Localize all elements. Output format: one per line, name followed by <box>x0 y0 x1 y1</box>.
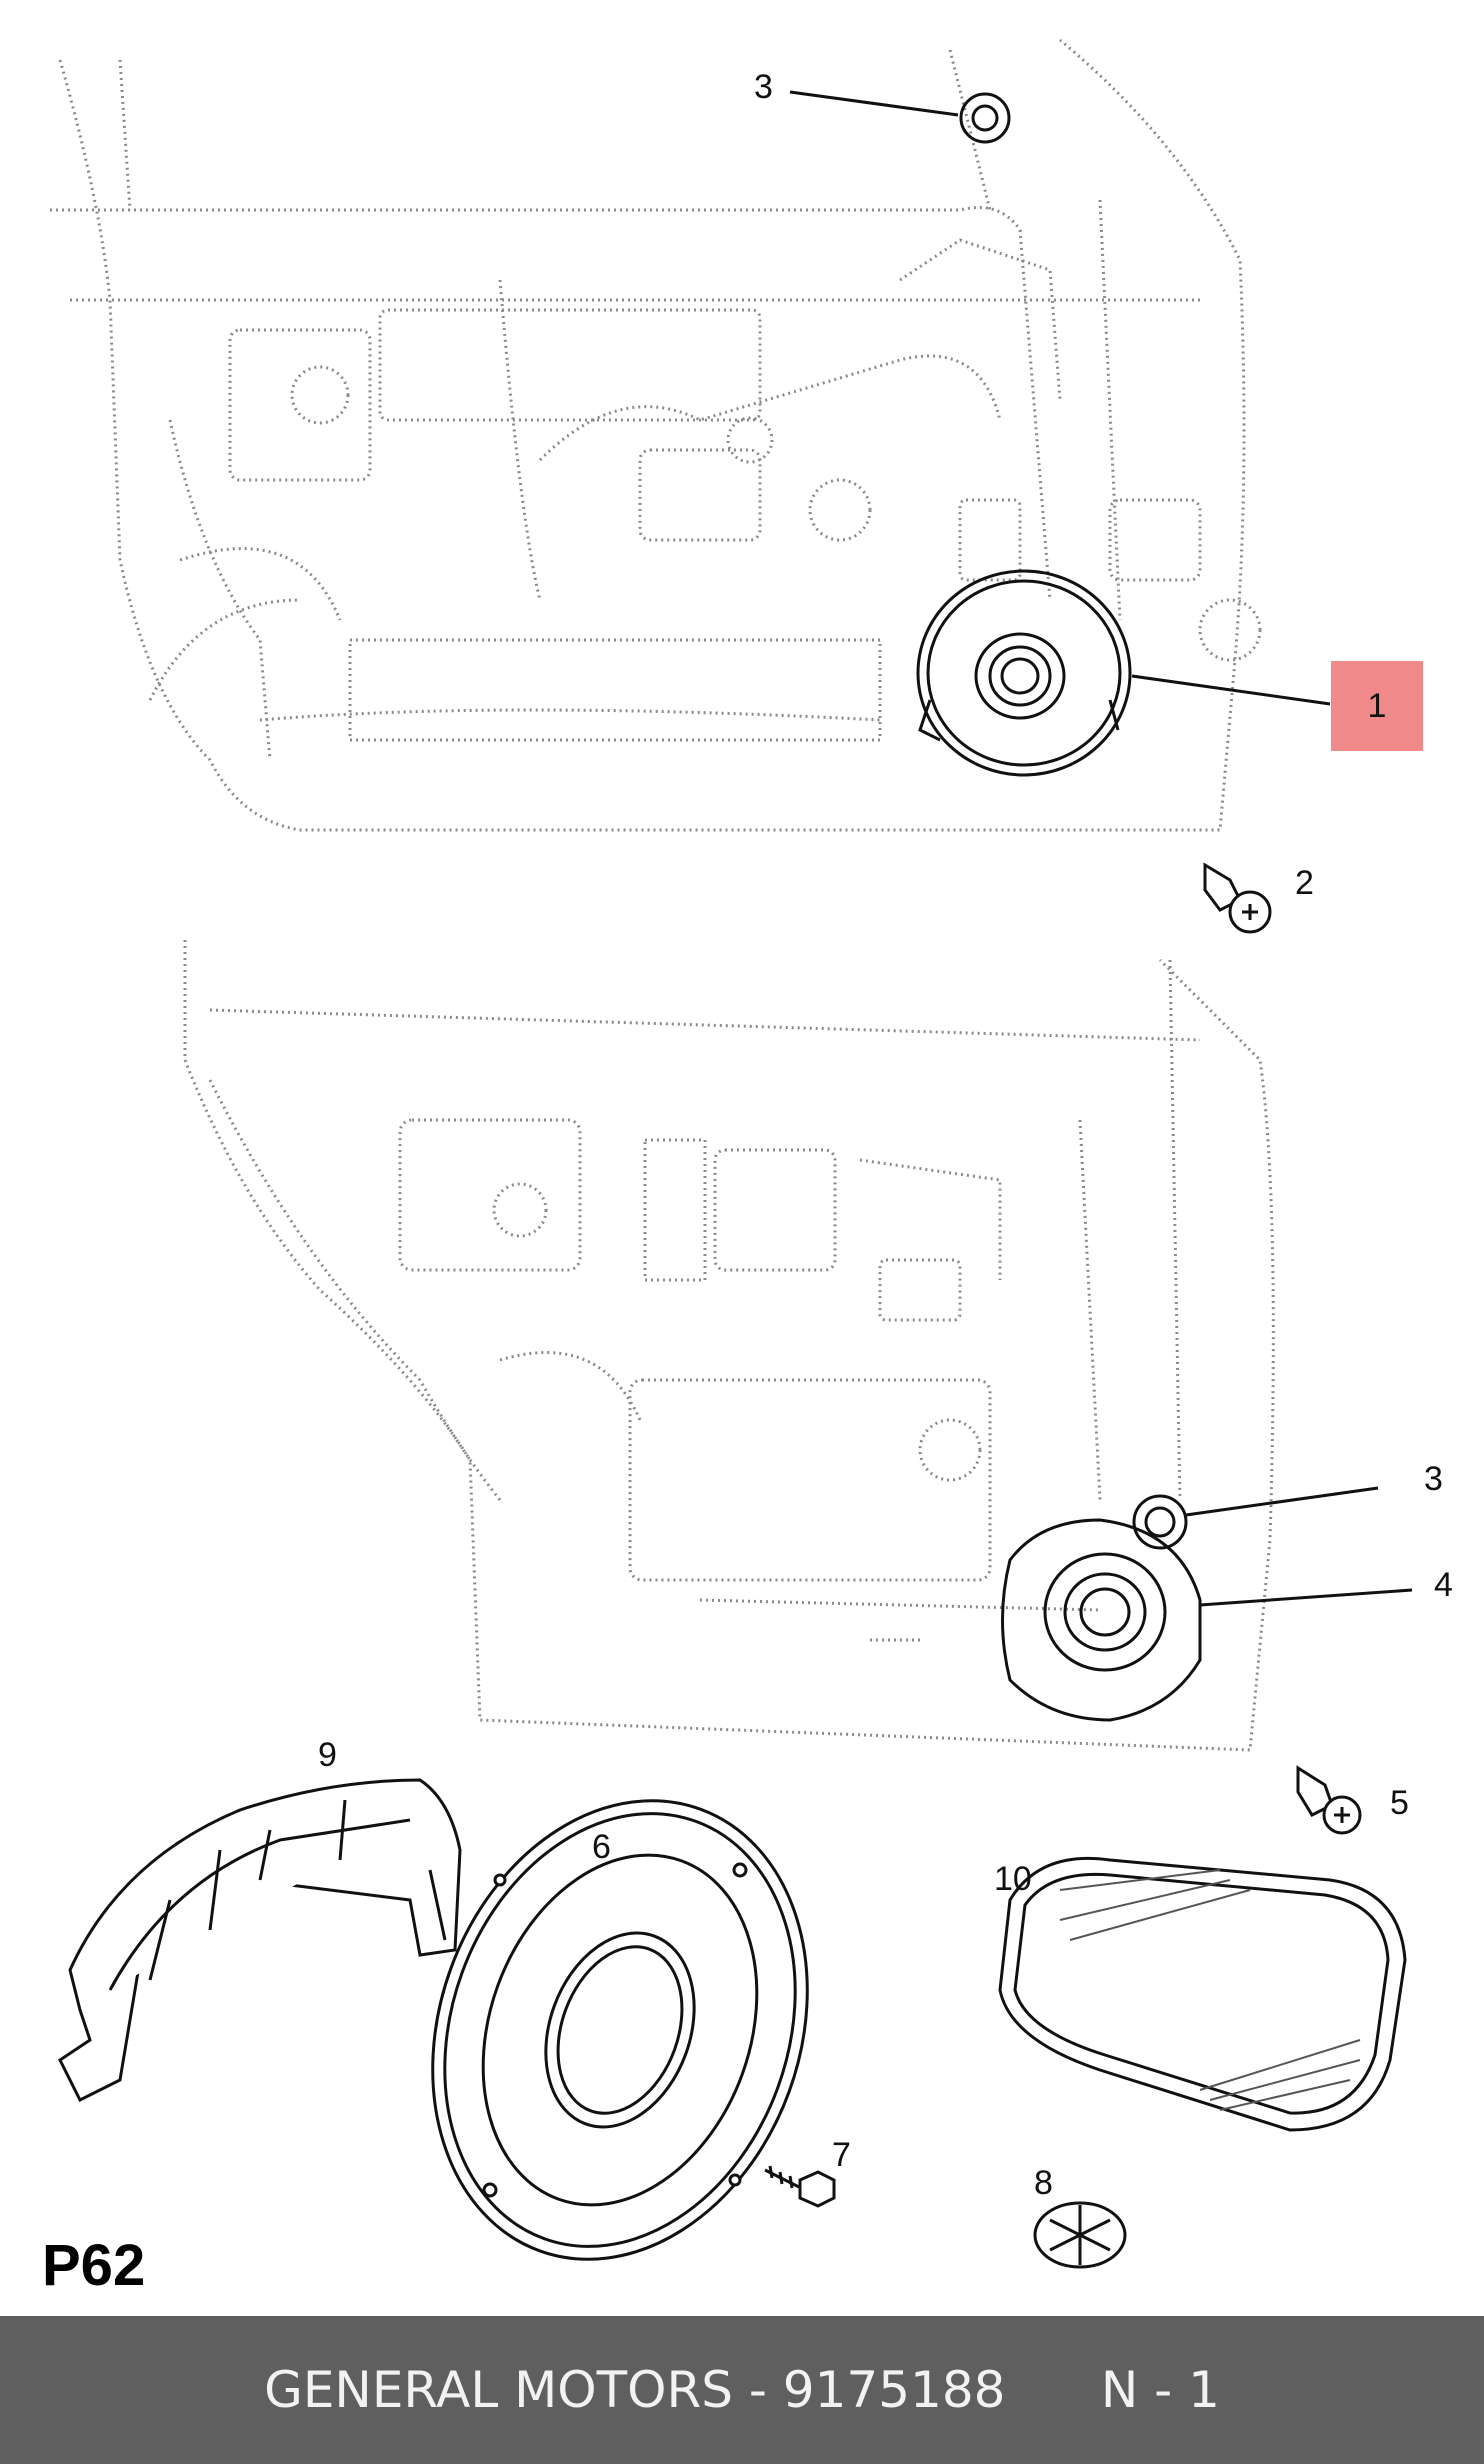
leader-lines <box>789 90 1413 1607</box>
footer-banner: GENERAL MOTORS - 9175188 N - 1 <box>0 2316 1484 2464</box>
callout-1-highlight: 1 <box>1331 661 1423 751</box>
large-speaker-6 <box>431 1799 809 2261</box>
callout-6: 6 <box>592 1828 611 1866</box>
parts-diagram <box>50 38 1413 2269</box>
grommet-top <box>959 92 1011 144</box>
grommet-mid <box>1132 1494 1188 1550</box>
callout-8: 8 <box>1034 2164 1053 2202</box>
trim-bracket-9 <box>58 1778 462 2103</box>
callout-1: 1 <box>1367 686 1387 725</box>
front-door-outline <box>50 38 1262 832</box>
callout-10: 10 <box>994 1860 1032 1898</box>
rear-door-outline <box>183 940 1275 1752</box>
callout-9: 9 <box>318 1736 337 1774</box>
screw-5 <box>1296 1765 1362 1835</box>
screw-7 <box>764 2165 836 2208</box>
callout-3-mid: 3 <box>1424 1460 1443 1498</box>
callout-3-top: 3 <box>754 68 773 106</box>
clip-8 <box>1033 2201 1127 2269</box>
callout-4: 4 <box>1434 1566 1453 1604</box>
callout-7: 7 <box>832 2136 851 2174</box>
footer-text: GENERAL MOTORS - 9175188 N - 1 <box>264 2361 1220 2419</box>
front-speaker <box>916 569 1132 777</box>
rear-speaker <box>1001 1518 1202 1722</box>
callout-5: 5 <box>1390 1784 1409 1822</box>
page-code: P62 <box>42 2233 146 2298</box>
grille-10 <box>998 1856 1407 2132</box>
callout-2: 2 <box>1295 864 1314 902</box>
screw-2 <box>1203 862 1272 934</box>
